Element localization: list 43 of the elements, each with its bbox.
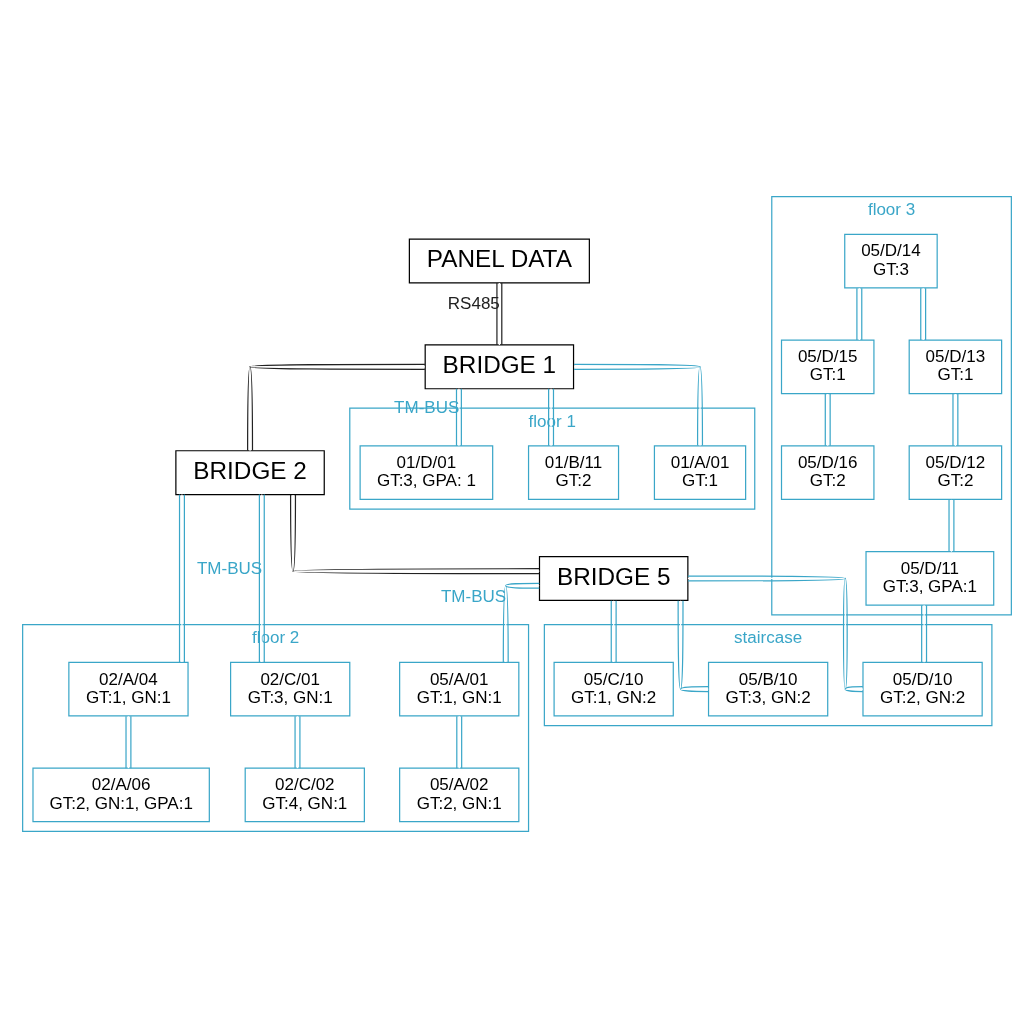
connector	[125, 715, 132, 769]
node-box: 05/D/15 GT:1	[780, 339, 875, 394]
node-box: 05/C/10 GT:1, GN:2	[553, 661, 674, 716]
connector	[247, 363, 426, 451]
connector	[920, 287, 927, 341]
connector	[952, 392, 959, 446]
connector	[456, 715, 463, 769]
node-box: 01/A/01 GT:1	[653, 444, 747, 500]
node-box: 02/C/01 GT:3, GN:1	[230, 661, 351, 716]
connector	[948, 498, 955, 552]
node-box: PANEL DATA	[408, 238, 590, 284]
connector	[502, 582, 540, 663]
node-box: 02/A/04 GT:1, GN:1	[68, 661, 189, 716]
connector	[824, 392, 831, 446]
node-box: 05/D/11 GT:3, GPA:1	[865, 550, 995, 606]
node-box: BRIDGE 1	[424, 343, 575, 389]
node-box: 05/B/10 GT:3, GN:2	[707, 661, 829, 716]
connector	[677, 599, 709, 692]
node-box: 05/D/12 GT:2	[908, 444, 1003, 500]
node-box: 05/D/14 GT:3	[844, 233, 938, 288]
connector	[856, 287, 863, 341]
connector	[496, 281, 503, 346]
connector	[290, 493, 540, 574]
connector	[294, 715, 301, 769]
connector	[455, 387, 462, 446]
connector	[573, 363, 704, 446]
node-box: 01/B/11 GT:2	[527, 444, 620, 500]
node-box: 05/D/10 GT:2, GN:2	[862, 661, 983, 716]
node-box: 05/D/13 GT:1	[908, 339, 1003, 394]
connector	[687, 574, 864, 692]
edge-label: TM-BUS	[440, 586, 507, 606]
connector	[921, 604, 928, 663]
node-box: 02/A/06 GT:2, GN:1, GPA:1	[32, 767, 210, 822]
node-box: 02/C/02 GT:4, GN:1	[244, 767, 365, 822]
connector	[610, 599, 617, 663]
node-box: BRIDGE 5	[538, 555, 689, 601]
node-box: 05/D/16 GT:2	[780, 444, 875, 500]
node-box: 01/D/01 GT:3, GPA: 1	[359, 444, 494, 500]
node-box: 05/A/01 GT:1, GN:1	[399, 661, 520, 716]
node-box: 05/A/02 GT:2, GN:1	[399, 767, 520, 822]
connector	[178, 493, 185, 663]
node-box: BRIDGE 2	[175, 449, 325, 495]
connector	[258, 493, 265, 663]
